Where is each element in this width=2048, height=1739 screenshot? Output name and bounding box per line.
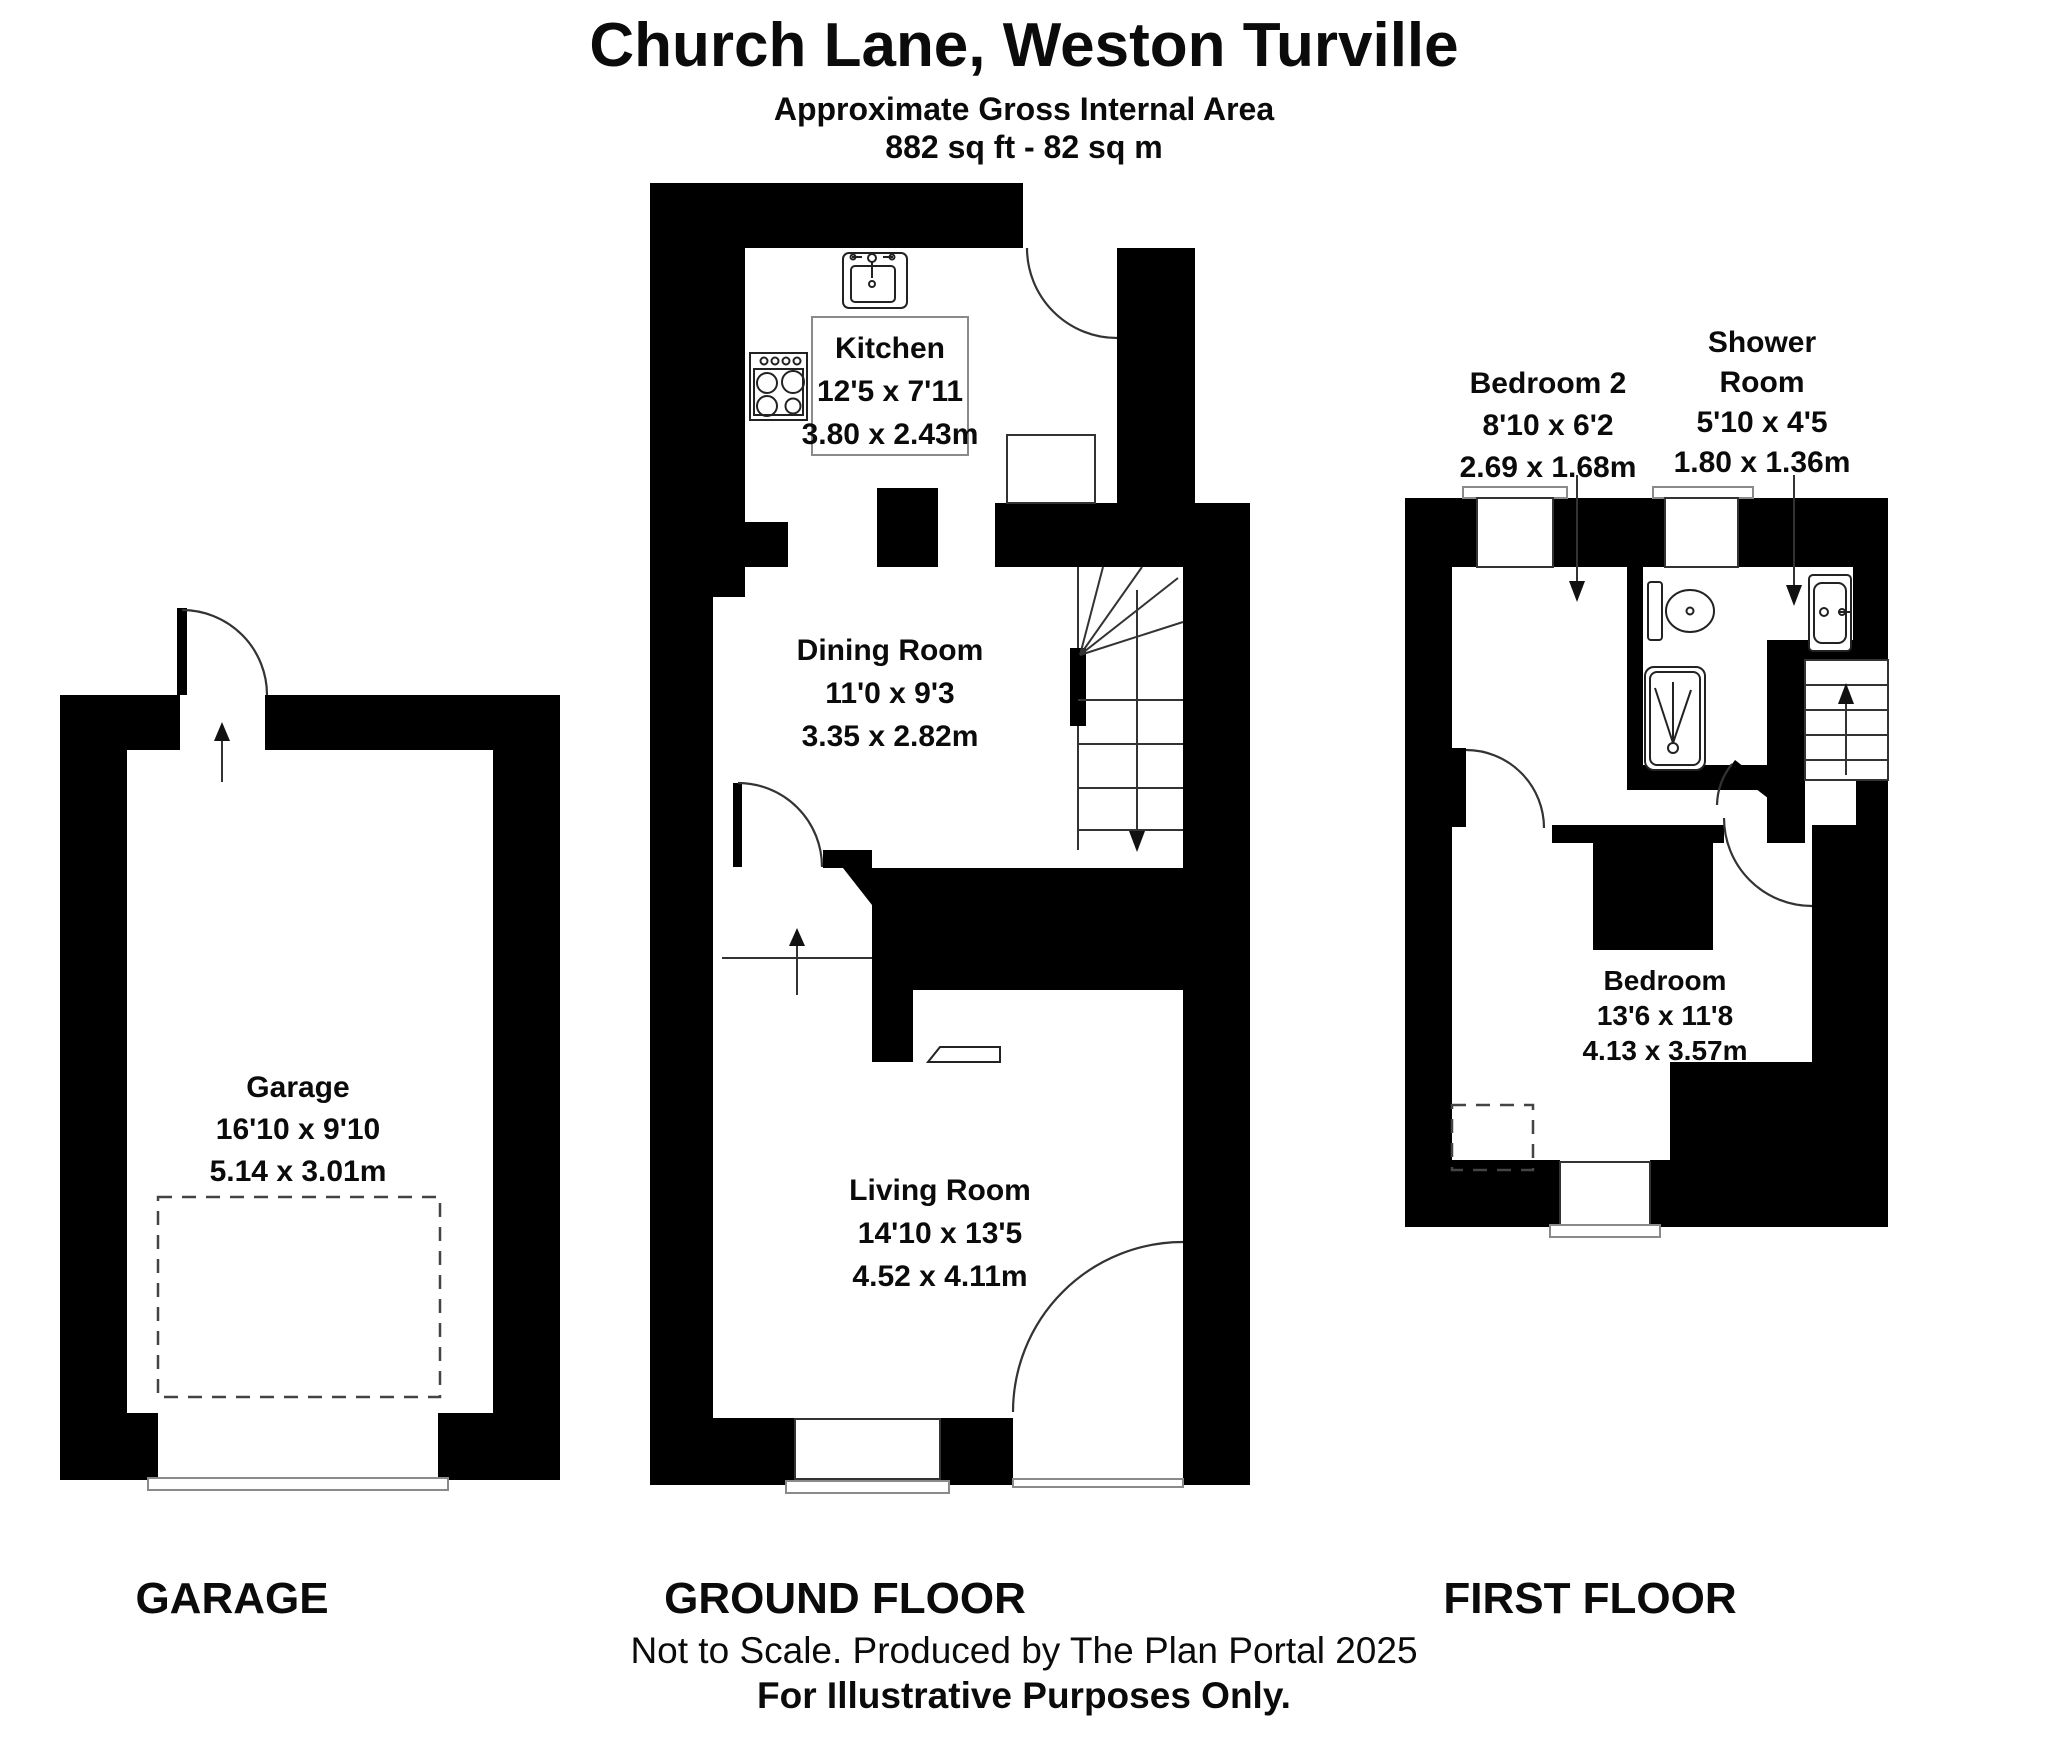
staircase-up <box>1804 659 1889 781</box>
door-leaf <box>1728 760 1789 809</box>
bedroom2-name: Bedroom 2 <box>1470 367 1627 400</box>
living-room-label: Living Room 14'10 x 13'5 4.52 x 4.11m <box>849 1174 1031 1293</box>
sink-icon <box>842 252 908 309</box>
bedroom-name: Bedroom <box>1604 965 1727 996</box>
window <box>1559 1161 1651 1226</box>
footer-purpose: For Illustrative Purposes Only. <box>757 1675 1291 1716</box>
door-leaf <box>1452 748 1466 827</box>
kitchen-name: Kitchen <box>835 332 945 365</box>
threshold <box>1012 1478 1184 1488</box>
fireplace-hearth <box>925 1046 1001 1063</box>
shower-name-line2: Room <box>1720 366 1805 399</box>
door-leaf <box>177 608 187 695</box>
bedroom2-window <box>1462 486 1568 568</box>
living-dims-imperial: 14'10 x 13'5 <box>858 1217 1022 1250</box>
bedroom-dims-metric: 4.13 x 3.57m <box>1582 1035 1747 1066</box>
toilet-icon <box>1647 581 1715 641</box>
ground-floor-walls <box>650 183 1250 1485</box>
garage-entry-door <box>177 608 269 696</box>
bedroom2-label: Bedroom 2 8'10 x 6'2 2.69 x 1.68m <box>1460 367 1637 484</box>
kitchen-dims-imperial: 12'5 x 7'11 <box>817 375 963 408</box>
header: Church Lane, Weston Turville Approximate… <box>589 11 1458 165</box>
shower-window <box>1652 486 1754 568</box>
passage-arrow <box>722 928 872 995</box>
bedroom-label: Bedroom 13'6 x 11'8 4.13 x 3.57m <box>1582 965 1747 1066</box>
door-arc <box>1715 763 1733 806</box>
kitchen-dims-metric: 3.80 x 2.43m <box>802 418 979 451</box>
garage-room-label: Garage 16'10 x 9'10 5.14 x 3.01m <box>210 1071 387 1188</box>
door-arc <box>1011 1240 1184 1413</box>
first-floor-label: FIRST FLOOR <box>1443 1574 1736 1623</box>
first-floor-walls <box>1405 498 1888 1227</box>
garage-dashed-area <box>156 1195 442 1399</box>
garage-floor-label: GARAGE <box>135 1574 328 1623</box>
garage-dims-metric: 5.14 x 3.01m <box>210 1155 387 1188</box>
garage-walls <box>60 695 560 1480</box>
door-arc <box>1465 748 1546 829</box>
shower-door <box>1715 760 1789 809</box>
window-sill <box>785 1480 950 1494</box>
living-dims-metric: 4.52 x 4.11m <box>852 1260 1027 1293</box>
garage-plan: Garage 16'10 x 9'10 5.14 x 3.01m <box>60 608 560 1491</box>
dining-room-label: Dining Room 11'0 x 9'3 3.35 x 2.82m <box>797 634 984 753</box>
garage-dims-imperial: 16'10 x 9'10 <box>216 1113 380 1146</box>
living-name: Living Room <box>849 1174 1031 1207</box>
garage-entry-arrow <box>214 722 230 782</box>
garage-door-sill <box>147 1477 449 1491</box>
footer-disclaimer: Not to Scale. Produced by The Plan Porta… <box>630 1630 1417 1671</box>
floor-labels: GARAGE GROUND FLOOR FIRST FLOOR <box>135 1574 1736 1623</box>
cupboard <box>1006 434 1096 504</box>
door-arc <box>1722 817 1813 908</box>
staircase-down <box>1070 566 1184 852</box>
shower-dims-imperial: 5'10 x 4'5 <box>1696 406 1827 439</box>
first-floor-plan: Bedroom 2 8'10 x 6'2 2.69 x 1.68m Shower… <box>1405 326 1889 1238</box>
dining-dims-imperial: 11'0 x 9'3 <box>825 677 954 710</box>
shower-dims-metric: 1.80 x 1.36m <box>1674 446 1851 479</box>
door-leaf <box>733 783 742 867</box>
page-title: Church Lane, Weston Turville <box>589 11 1458 80</box>
basin-icon <box>1808 574 1852 652</box>
shower-name-line1: Shower <box>1708 326 1817 359</box>
subtitle: Approximate Gross Internal Area <box>774 91 1275 127</box>
door-arc <box>181 608 269 696</box>
hob-icon <box>749 352 808 421</box>
kitchen-label: Kitchen 12'5 x 7'11 3.80 x 2.43m <box>802 316 979 456</box>
window-sill <box>1549 1224 1661 1238</box>
door-arc <box>737 781 824 868</box>
dining-door <box>733 781 824 868</box>
ground-floor-plan: Kitchen 12'5 x 7'11 3.80 x 2.43m <box>650 183 1250 1494</box>
footer: Not to Scale. Produced by The Plan Porta… <box>630 1630 1417 1716</box>
ground-floor-label: GROUND FLOOR <box>664 1574 1026 1623</box>
bedroom-door <box>1722 817 1813 908</box>
window <box>794 1418 941 1480</box>
bedroom2-entry-arrow <box>1569 475 1585 602</box>
bedroom2-dims-metric: 2.69 x 1.68m <box>1460 451 1637 484</box>
bedroom2-door <box>1452 748 1546 829</box>
bedroom-dims-imperial: 13'6 x 11'8 <box>1597 1000 1733 1031</box>
dining-dims-metric: 3.35 x 2.82m <box>802 720 979 753</box>
dining-name: Dining Room <box>797 634 984 667</box>
shower-room-label: Shower Room 5'10 x 4'5 1.80 x 1.36m <box>1674 326 1851 479</box>
front-door <box>1011 1240 1184 1488</box>
garage-name: Garage <box>246 1071 349 1104</box>
kitchen-door-arc <box>1025 247 1118 340</box>
shower-tray-icon <box>1644 666 1706 771</box>
area-text: 882 sq ft - 82 sq m <box>885 129 1162 165</box>
shower-entry-arrow <box>1786 475 1802 606</box>
bedroom2-dims-imperial: 8'10 x 6'2 <box>1482 409 1613 442</box>
